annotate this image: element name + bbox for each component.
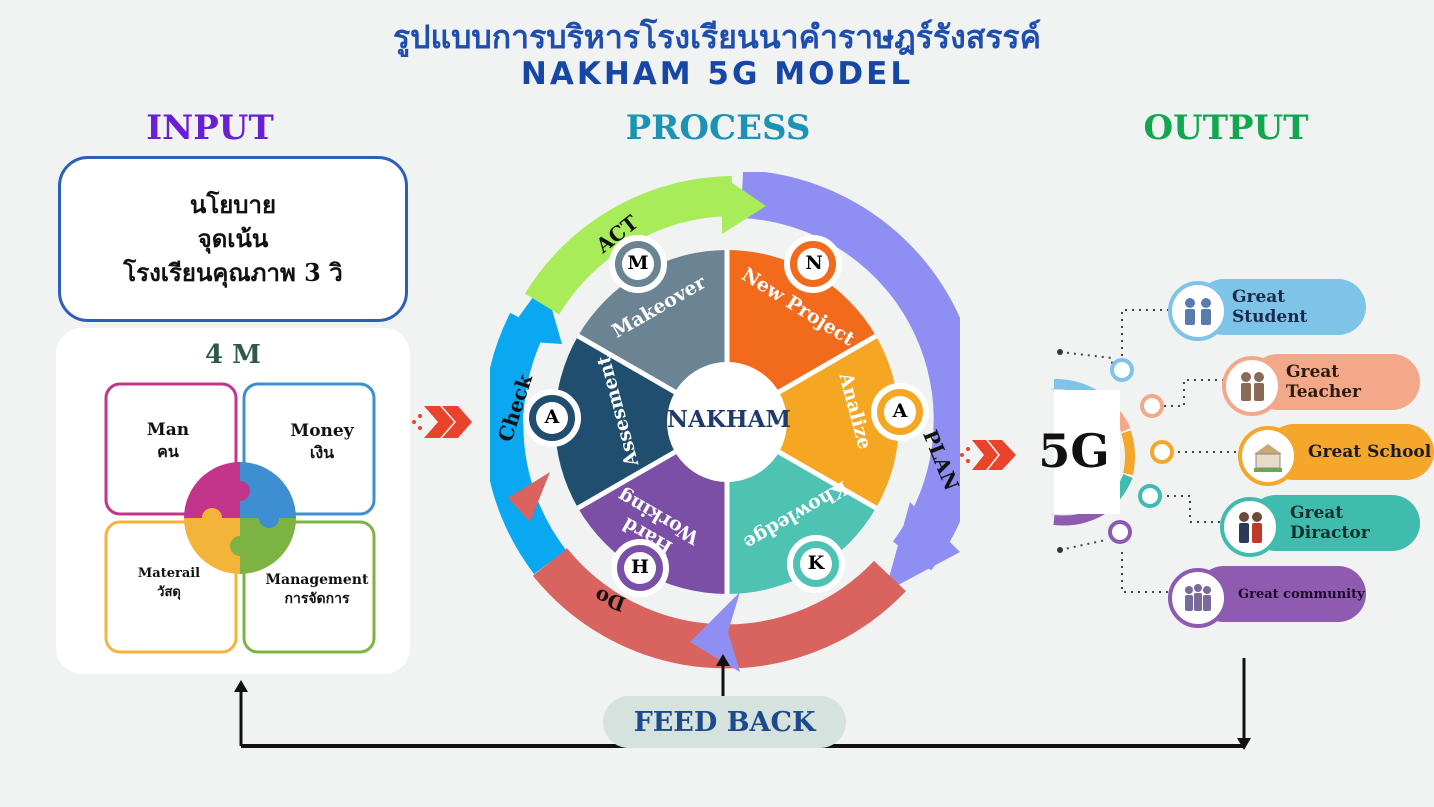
badge-n: N bbox=[805, 252, 823, 274]
output-connectors bbox=[1057, 309, 1246, 593]
segment-analize bbox=[727, 336, 900, 508]
chevron-arrow-icon bbox=[960, 440, 1016, 470]
school-icon bbox=[1238, 426, 1298, 486]
process-heading: PROCESS bbox=[625, 108, 811, 148]
community-icon bbox=[1168, 568, 1228, 628]
chevron-arrow-icon bbox=[412, 406, 472, 438]
badge-k: K bbox=[807, 552, 825, 574]
output-hub bbox=[1050, 377, 1135, 527]
students-icon bbox=[1168, 281, 1228, 341]
materail-quadrant bbox=[104, 520, 238, 654]
puzzle-piece-management bbox=[240, 518, 296, 574]
policy-box: นโยบาย จุดเน้น โรงเรียนคุณภาพ 3 วิ bbox=[58, 156, 408, 322]
badge-a-assesment: A bbox=[544, 406, 560, 428]
four-m-title: 4 M bbox=[205, 340, 261, 370]
badge-m: M bbox=[627, 252, 649, 274]
man-label: Man คน bbox=[146, 420, 190, 461]
badge-h: H bbox=[631, 556, 649, 578]
input-heading: INPUT bbox=[146, 108, 274, 148]
puzzle-piece-money bbox=[240, 462, 296, 518]
page-title-thai: รูปแบบการบริหารโรงเรียนนาคำราษฎร์รังสรรค… bbox=[392, 18, 1042, 56]
wheel-hub bbox=[667, 362, 787, 482]
money-quadrant bbox=[242, 382, 376, 516]
segment-assesment bbox=[554, 336, 727, 508]
puzzle-piece-man bbox=[184, 462, 240, 518]
output-heading: OUTPUT bbox=[1143, 108, 1309, 148]
directors-icon bbox=[1220, 497, 1280, 557]
process-wheel bbox=[490, 172, 960, 672]
money-label: Money เงิน bbox=[290, 421, 354, 462]
four-m-puzzle bbox=[104, 382, 376, 654]
check-arc bbox=[490, 312, 567, 575]
management-quadrant bbox=[242, 520, 376, 654]
feedback-label: FEED BACK bbox=[603, 696, 846, 748]
policy-line-1: นโยบาย bbox=[189, 190, 277, 219]
teachers-icon bbox=[1222, 356, 1282, 416]
plan-arc bbox=[740, 172, 960, 571]
output-hub-label: 5G bbox=[1038, 424, 1110, 478]
act-arc bbox=[524, 176, 733, 315]
policy-line-2: จุดเน้น bbox=[197, 224, 269, 253]
policy-line-3: โรงเรียนคุณภาพ 3 วิ bbox=[123, 258, 343, 287]
wheel-center-label: NAKHAM bbox=[667, 406, 791, 433]
puzzle-piece-materail bbox=[184, 518, 240, 574]
page-title: NAKHAM 5G MODEL bbox=[520, 56, 914, 92]
badge-a-analize: A bbox=[892, 400, 908, 422]
output-great-student: Great Student bbox=[1196, 279, 1366, 335]
materail-label: Materail วัสดุ bbox=[137, 566, 201, 600]
management-label: Management การจัดการ bbox=[265, 572, 369, 607]
man-quadrant bbox=[104, 382, 238, 516]
